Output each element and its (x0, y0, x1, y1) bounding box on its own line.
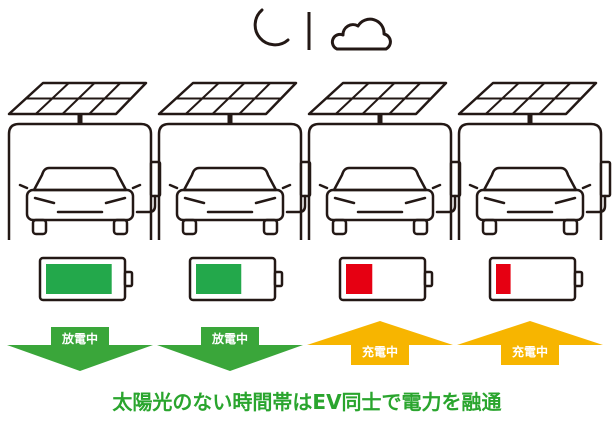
car-wheel (412, 218, 429, 236)
car-headlight (183, 196, 206, 205)
panel-post (377, 114, 383, 124)
moon-icon (253, 8, 290, 47)
charger-cable (585, 194, 607, 214)
charger-cable (135, 194, 157, 214)
car-wheel (112, 218, 129, 236)
power-flow-arrow: 充電中 (457, 321, 603, 365)
car-headlight (104, 196, 127, 205)
flow-arrow-shape (457, 321, 603, 365)
car-windshield (332, 166, 428, 192)
car-windshield (182, 166, 278, 192)
charger-cable (285, 194, 307, 214)
solar-panel-frame (457, 81, 598, 116)
battery-terminal (423, 270, 434, 288)
car-wheel (481, 218, 498, 236)
car-body (325, 188, 435, 222)
flow-status-label: 充電中 (512, 344, 548, 359)
car-headlight (333, 196, 356, 205)
ev-car-icon (168, 166, 292, 236)
ev-charger-icon (135, 160, 162, 214)
cloud-icon (330, 17, 392, 51)
solar-panel-frame (7, 81, 148, 116)
ev-car-icon (18, 166, 142, 236)
battery-icon (38, 256, 134, 302)
battery-level (346, 264, 373, 294)
car-wheel (562, 218, 579, 236)
ev-charger-icon (435, 160, 462, 214)
charger-unit (599, 160, 612, 198)
panel-post (77, 114, 83, 124)
car-body (25, 188, 135, 222)
battery-level (496, 264, 511, 294)
flow-arrow-shape (157, 327, 303, 371)
car-body (175, 188, 285, 222)
solar-panel (457, 81, 598, 116)
carport-station (157, 81, 312, 302)
flow-arrow-shape (7, 327, 153, 371)
flow-arrow-shape (307, 321, 453, 365)
charger-cable (435, 194, 457, 214)
carport-frame (157, 122, 303, 240)
car-body (475, 188, 585, 222)
carport-row (7, 81, 612, 302)
solar-panel (307, 81, 448, 116)
car-wheel (262, 218, 279, 236)
battery-level (46, 264, 112, 294)
car-windshield (32, 166, 128, 192)
ev-charger-icon (285, 160, 312, 214)
power-flow-arrow: 充電中 (307, 321, 453, 365)
car-mirror (281, 183, 292, 190)
ev-car-icon (318, 166, 442, 236)
car-wheel (31, 218, 48, 236)
car-mirror (318, 183, 329, 190)
battery-icon (188, 256, 284, 302)
solar-panel (157, 81, 298, 116)
battery-icon (338, 256, 434, 302)
power-flow-arrow: 放電中 (7, 327, 153, 371)
flow-status-label: 充電中 (362, 344, 398, 359)
ev-charger-icon (585, 160, 612, 214)
car-mirror (18, 183, 29, 190)
flow-status-label: 放電中 (61, 331, 98, 346)
panel-post (527, 114, 533, 124)
solar-panel-frame (157, 81, 298, 116)
battery-icon (488, 256, 584, 302)
battery-terminal (273, 270, 284, 288)
car-headlight (404, 196, 427, 205)
header-icons (253, 8, 392, 51)
battery-terminal (573, 270, 584, 288)
car-mirror (168, 183, 179, 190)
car-mirror (131, 183, 142, 190)
power-flow-arrow: 放電中 (157, 327, 303, 371)
car-headlight (254, 196, 277, 205)
car-wheel (181, 218, 198, 236)
solar-panel-frame (307, 81, 448, 116)
car-headlight (33, 196, 56, 205)
car-wheel (331, 218, 348, 236)
panel-post (227, 114, 233, 124)
carport-station (307, 81, 462, 302)
car-mirror (468, 183, 479, 190)
carport-station (457, 81, 612, 302)
car-windshield (482, 166, 578, 192)
ev-car-icon (468, 166, 592, 236)
carport-frame (457, 122, 603, 240)
car-mirror (431, 183, 442, 190)
solar-panel (7, 81, 148, 116)
carport-frame (7, 122, 153, 240)
car-mirror (581, 183, 592, 190)
carport-station (7, 81, 162, 302)
battery-terminal (123, 270, 134, 288)
car-headlight (554, 196, 577, 205)
flow-status-label: 放電中 (211, 331, 248, 346)
caption-text: 太陽光のない時間帯はEV同士で電力を融通 (112, 390, 501, 414)
car-headlight (483, 196, 506, 205)
battery-level (196, 264, 242, 294)
carport-frame (307, 122, 453, 240)
